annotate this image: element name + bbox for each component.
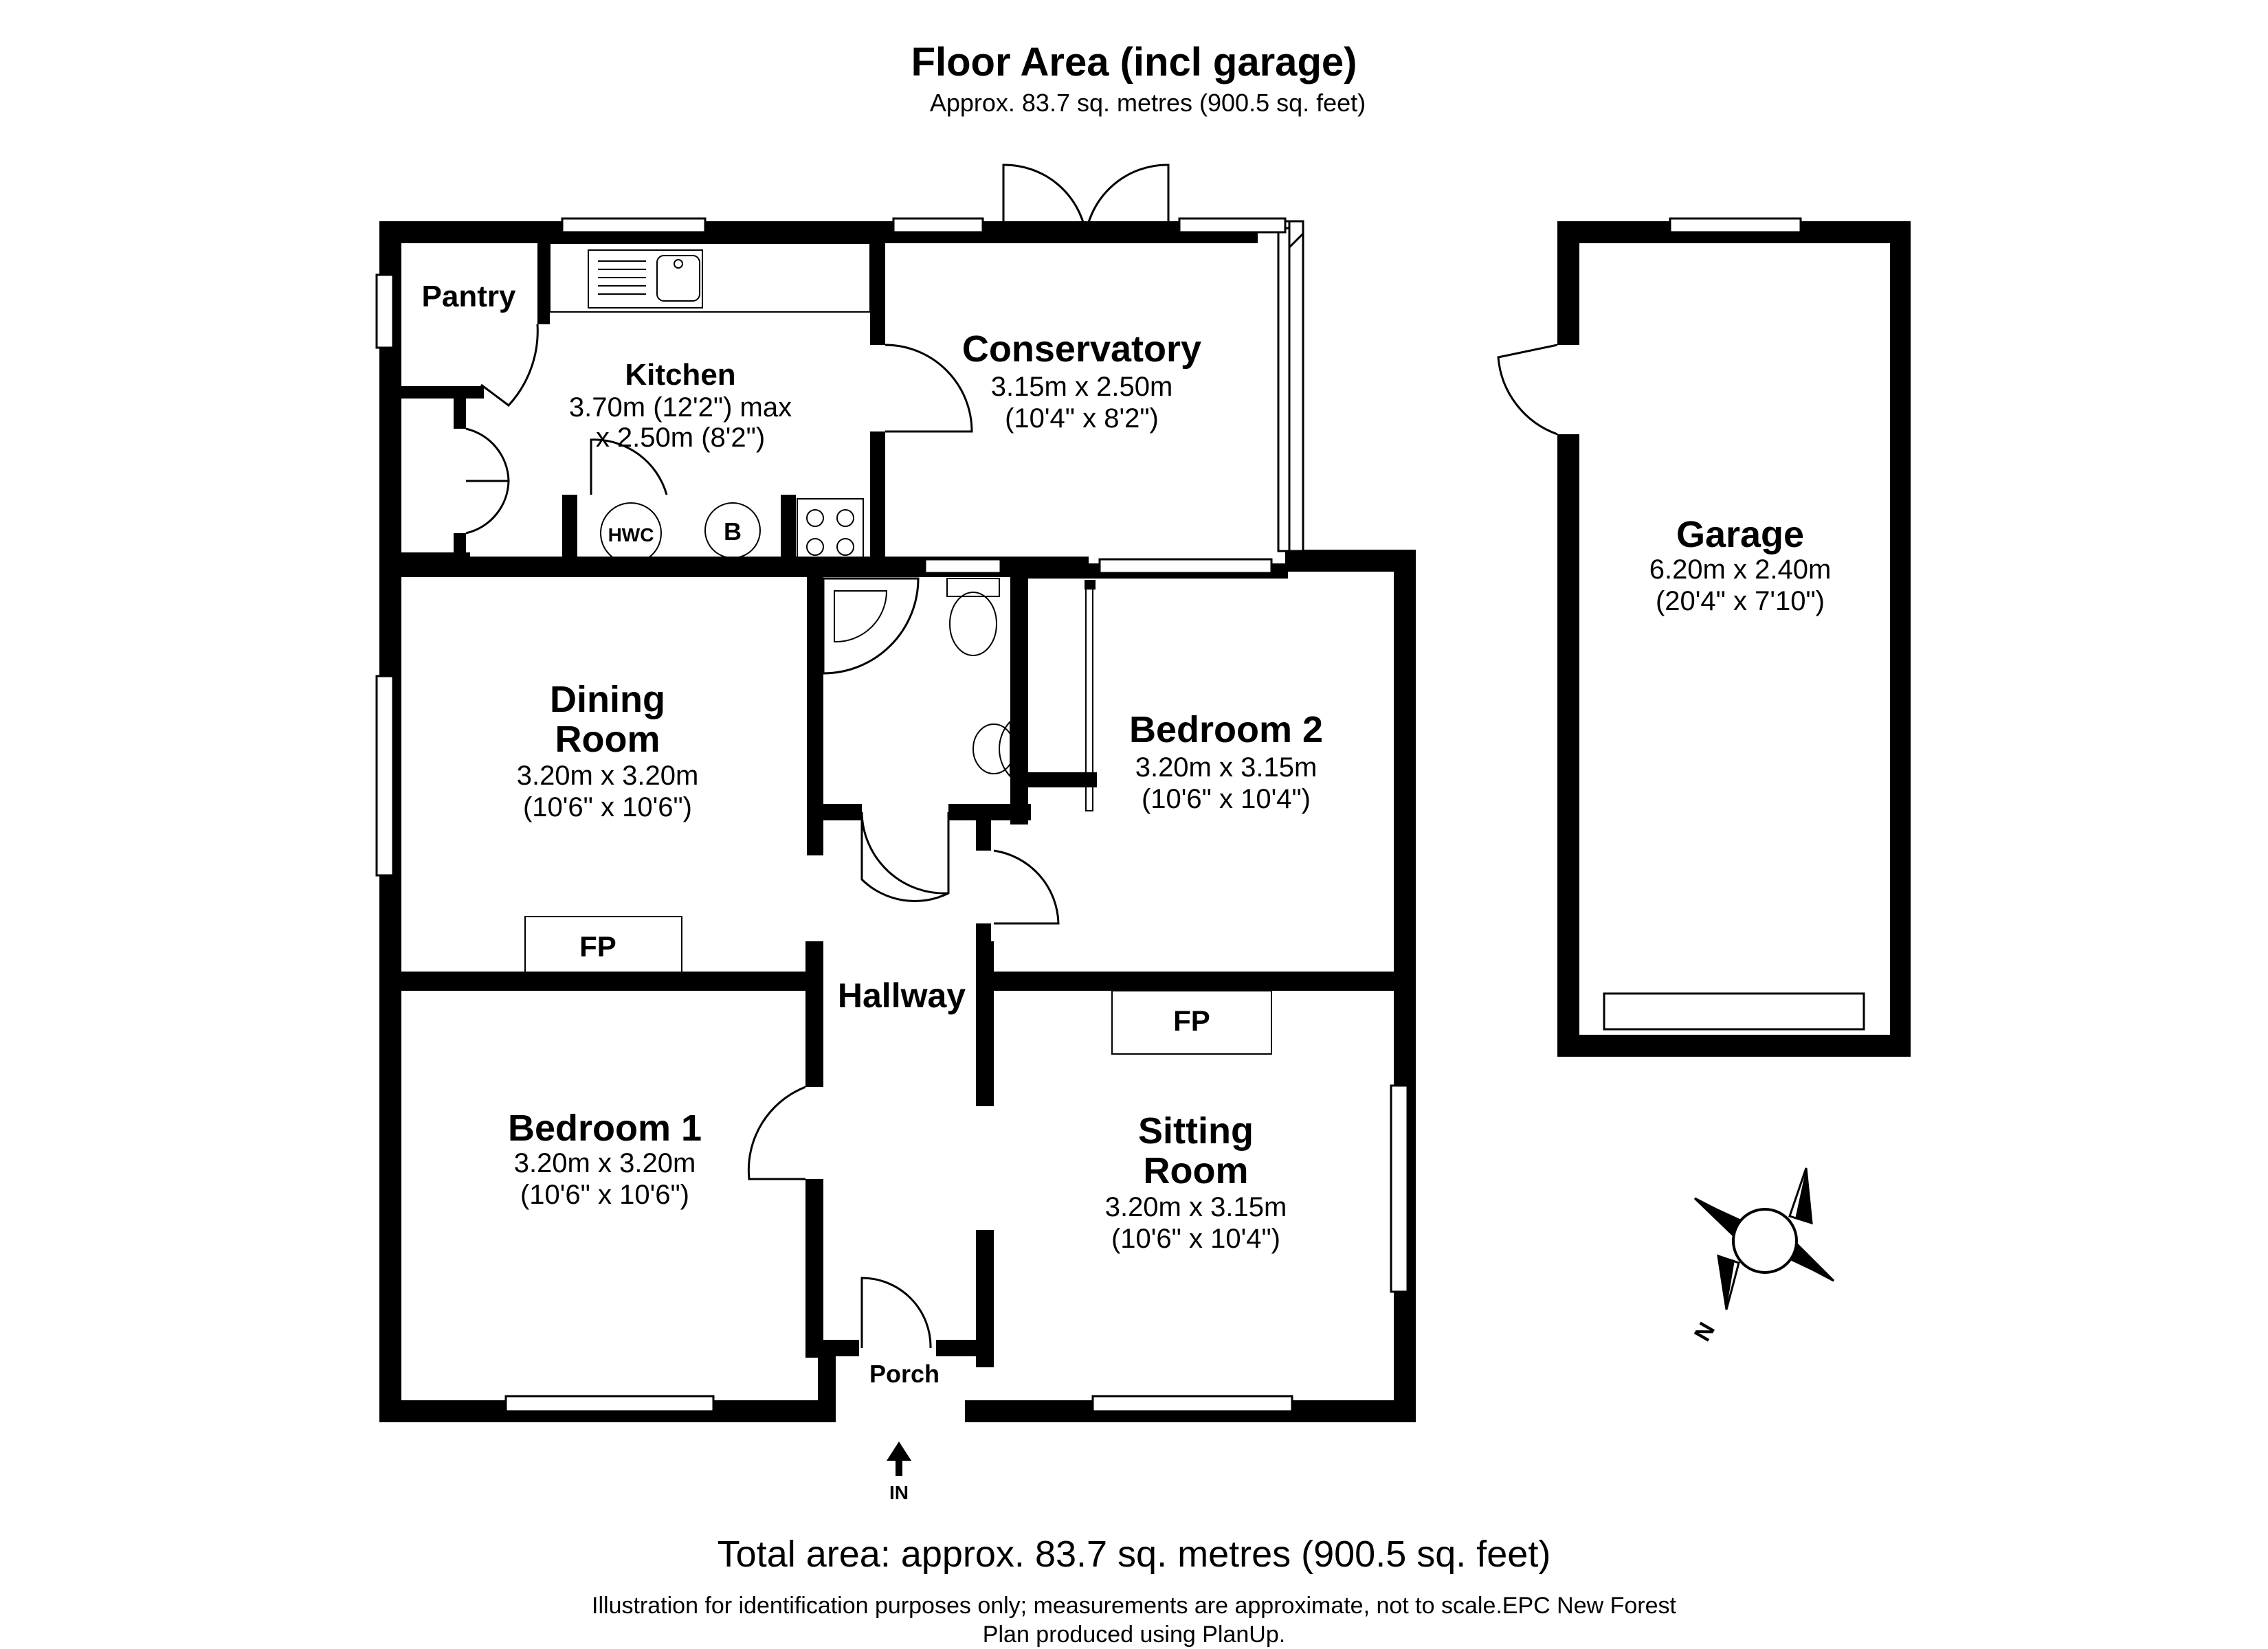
sitting-dim1: 3.20m x 3.15m bbox=[1105, 1192, 1287, 1222]
bathroom-fittings bbox=[822, 577, 1015, 778]
boiler-icon: B bbox=[704, 502, 761, 559]
bedroom1-label: Bedroom 1 bbox=[508, 1108, 702, 1149]
fireplaces: FP FP bbox=[524, 916, 1272, 1055]
garage-walls bbox=[1497, 217, 1911, 1057]
basin-icon bbox=[999, 721, 1011, 778]
kitchen-dim2: x 2.50m (8'2") bbox=[596, 423, 765, 453]
plan-subtitle: Approx. 83.7 sq. metres (900.5 sq. feet) bbox=[930, 89, 1366, 117]
porch-label: Porch bbox=[869, 1360, 940, 1388]
disclaimer-line-1: Illustration for identification purposes… bbox=[592, 1593, 1677, 1619]
compass-icon: N bbox=[1689, 1167, 1835, 1346]
disclaimer-line-2: Plan produced using PlanUp. bbox=[983, 1622, 1285, 1648]
windows bbox=[375, 217, 1409, 1413]
conservatory-dim2: (10'4" x 8'2") bbox=[1005, 403, 1159, 434]
hwc-icon: HWC bbox=[600, 502, 662, 564]
fp-dining-label: FP bbox=[579, 930, 616, 963]
kitchen-dim1: 3.70m (12'2") max bbox=[569, 392, 792, 423]
dining-dim2: (10'6" x 10'6") bbox=[523, 792, 692, 822]
room-labels: Pantry Kitchen 3.70m (12'2") max x 2.50m… bbox=[422, 280, 1832, 1388]
fireplace-sitting bbox=[1111, 990, 1272, 1055]
hwc-label: HWC bbox=[608, 524, 654, 546]
toilet-cistern-icon bbox=[946, 578, 1000, 597]
plan-title: Floor Area (incl garage) bbox=[911, 40, 1357, 85]
bedroom2-dim2: (10'6" x 10'4") bbox=[1142, 784, 1311, 814]
hallway-label: Hallway bbox=[838, 976, 966, 1015]
sitting-dim2: (10'6" x 10'4") bbox=[1111, 1224, 1280, 1254]
garage-dim1: 6.20m x 2.40m bbox=[1649, 554, 1832, 585]
conservatory-dim1: 3.15m x 2.50m bbox=[991, 372, 1173, 402]
bedroom2-dim1: 3.20m x 3.15m bbox=[1135, 752, 1318, 783]
total-area: Total area: approx. 83.7 sq. metres (900… bbox=[718, 1534, 1551, 1575]
garage-dim2: (20'4" x 7'10") bbox=[1656, 586, 1825, 616]
entrance-label: IN bbox=[889, 1482, 909, 1503]
dining-dim1: 3.20m x 3.20m bbox=[517, 761, 699, 791]
entrance-arrow: IN bbox=[887, 1442, 911, 1503]
sink-icon bbox=[588, 249, 703, 309]
bedroom1-dim1: 3.20m x 3.20m bbox=[514, 1148, 696, 1178]
boiler-label: B bbox=[724, 517, 742, 546]
toilet-icon bbox=[949, 592, 997, 656]
bedroom2-label: Bedroom 2 bbox=[1129, 709, 1323, 750]
conservatory-label: Conservatory bbox=[962, 328, 1201, 370]
dining-label-1: Dining bbox=[550, 679, 665, 720]
sitting-label-1: Sitting bbox=[1138, 1110, 1254, 1152]
hob-icon bbox=[797, 498, 864, 561]
arrow-up-icon bbox=[887, 1442, 911, 1461]
garage-label: Garage bbox=[1676, 514, 1804, 555]
shower-tray-icon bbox=[822, 577, 920, 675]
pantry-label: Pantry bbox=[422, 280, 516, 313]
bedroom1-dim2: (10'6" x 10'6") bbox=[520, 1180, 689, 1210]
compass-north-label: N bbox=[1689, 1318, 1720, 1345]
house-walls bbox=[379, 221, 1416, 1422]
kitchen-label: Kitchen bbox=[625, 358, 735, 392]
kitchen-fittings: HWC B bbox=[549, 243, 871, 564]
fp-sitting-label: FP bbox=[1173, 1005, 1210, 1037]
doors bbox=[465, 164, 1170, 1349]
dining-label-2: Room bbox=[555, 719, 660, 760]
sitting-label-2: Room bbox=[1144, 1150, 1249, 1191]
fireplace-dining bbox=[524, 916, 682, 978]
